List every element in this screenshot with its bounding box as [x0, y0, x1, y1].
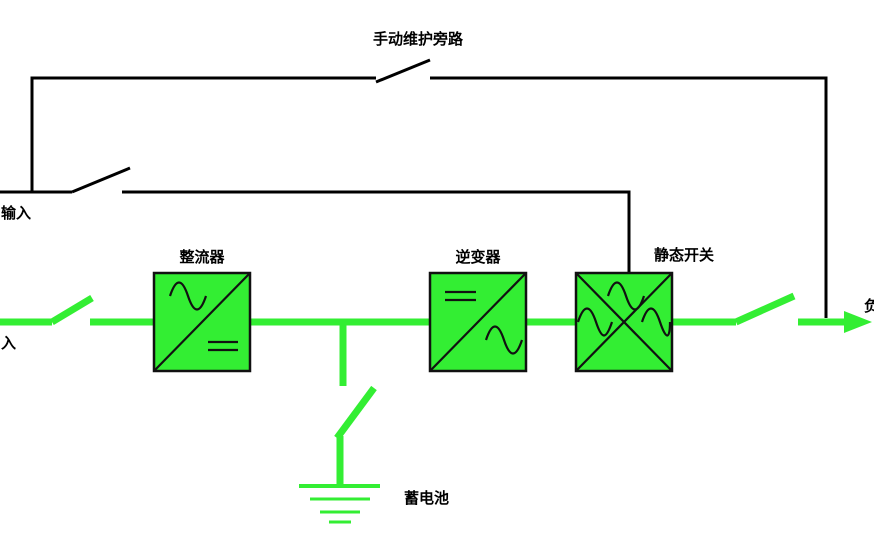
output-switch — [734, 292, 796, 326]
manual-bypass-label: 手动维护旁路 — [373, 30, 464, 48]
bypass-input-label: 输入 — [1, 204, 31, 222]
ac-to-dc-symbol — [168, 281, 208, 311]
static-switch-block — [574, 271, 674, 373]
main-input-switch — [50, 294, 94, 326]
arrow-right-icon — [844, 311, 872, 333]
manual-bypass-line — [30, 58, 828, 318]
battery-label: 蓄电池 — [404, 489, 449, 507]
main-power-line — [0, 292, 872, 333]
rectifier-label: 整流器 — [179, 248, 225, 266]
battery-switch — [334, 385, 377, 441]
static-switch-label: 静态开关 — [654, 246, 714, 264]
dc-to-ac-symbol — [484, 325, 524, 355]
bypass-input-line — [0, 166, 631, 272]
battery-branch — [299, 322, 380, 524]
rectifier-block — [152, 271, 252, 373]
inverter-label: 逆变器 — [455, 248, 501, 266]
manual-bypass-switch — [375, 58, 431, 84]
ac-ac-cross-symbol — [576, 281, 672, 337]
output-label: 负 — [864, 297, 874, 315]
ground-battery-symbol — [299, 484, 380, 524]
inverter-block — [428, 271, 528, 373]
bypass-input-switch — [71, 166, 131, 194]
main-input-label: 入 — [1, 334, 16, 352]
